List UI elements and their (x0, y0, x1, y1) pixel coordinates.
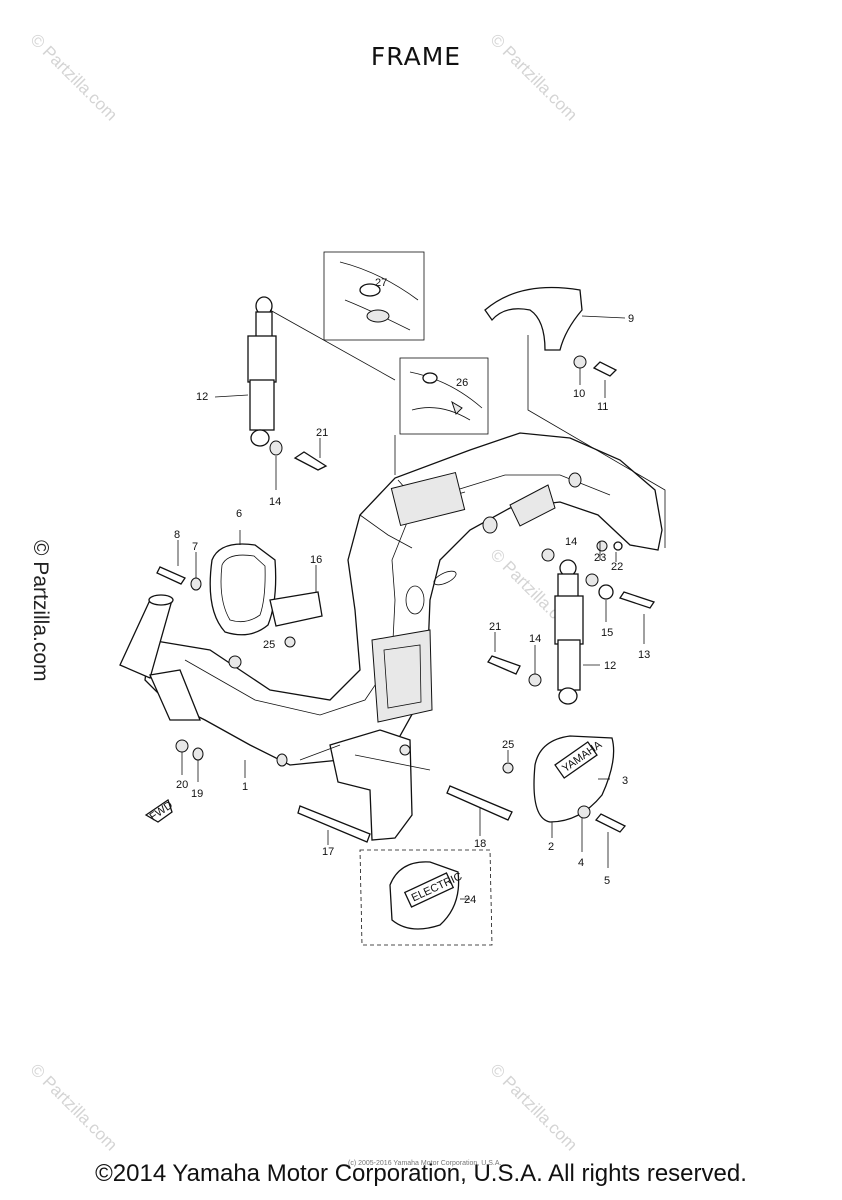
callout-7: 7 (192, 541, 198, 553)
callout-10: 10 (573, 388, 585, 400)
fasteners-10-11 (573, 355, 618, 398)
callout-16: 16 (310, 554, 322, 566)
inset-detail-26 (399, 357, 489, 435)
page-title: FRAME (370, 42, 462, 71)
fasteners-14-21-left (269, 438, 328, 490)
callout-5: 5 (604, 875, 610, 887)
side-cover: YAMAHA (533, 735, 627, 868)
callout-9: 9 (628, 313, 634, 325)
electric-cover: ELECTRIC (359, 849, 493, 946)
callout-14-right: 14 (565, 536, 577, 548)
fwd-arrow: FWD (144, 798, 175, 823)
callout-22: 22 (611, 561, 623, 573)
inset-detail-27 (323, 251, 425, 341)
long-bolts (297, 750, 514, 845)
engine-mount-bracket (299, 729, 431, 841)
shock-absorber-left (214, 296, 277, 447)
fasteners-19-20 (175, 739, 246, 782)
grab-bar (484, 286, 626, 351)
small-credit: (c) 2005-2016 Yamaha Motor Corporation, … (348, 1160, 502, 1167)
callout-17: 17 (322, 846, 334, 858)
callout-2: 2 (548, 841, 554, 853)
callout-labels: 1 2 3 4 5 6 7 8 9 10 11 12 12 13 14 14 1… (174, 277, 650, 906)
callout-11: 11 (597, 401, 608, 413)
callout-1: 1 (242, 781, 248, 793)
callout-21-top: 21 (316, 427, 328, 439)
callout-25-left: 25 (263, 639, 275, 651)
frame-body (144, 432, 663, 767)
head-pipe (119, 594, 201, 721)
callout-12-right: 12 (604, 660, 616, 672)
callout-3: 3 (622, 775, 628, 787)
callout-20: 20 (176, 779, 188, 791)
callout-15: 15 (601, 627, 613, 639)
fasteners-7-8 (156, 540, 202, 591)
air-filter-box (209, 530, 323, 648)
callout-24: 24 (464, 894, 476, 906)
callout-12-left: 12 (196, 391, 208, 403)
callout-14-left: 14 (269, 496, 281, 508)
callout-4: 4 (578, 857, 584, 869)
callout-14-lower: 14 (529, 633, 541, 645)
callout-6: 6 (236, 508, 242, 520)
fasteners-right (487, 540, 656, 687)
copyright-notice: ©2014 Yamaha Motor Corporation, U.S.A. A… (95, 1160, 747, 1187)
callout-26: 26 (456, 377, 468, 389)
callout-27: 27 (375, 277, 387, 289)
callout-13: 13 (638, 649, 650, 661)
callout-25-right: 25 (502, 739, 514, 751)
callout-19: 19 (191, 788, 203, 800)
callout-21-lower: 21 (489, 621, 501, 633)
callout-8: 8 (174, 529, 180, 541)
callout-18: 18 (474, 838, 486, 850)
shock-absorber-right (554, 559, 600, 705)
callout-23: 23 (594, 552, 606, 564)
